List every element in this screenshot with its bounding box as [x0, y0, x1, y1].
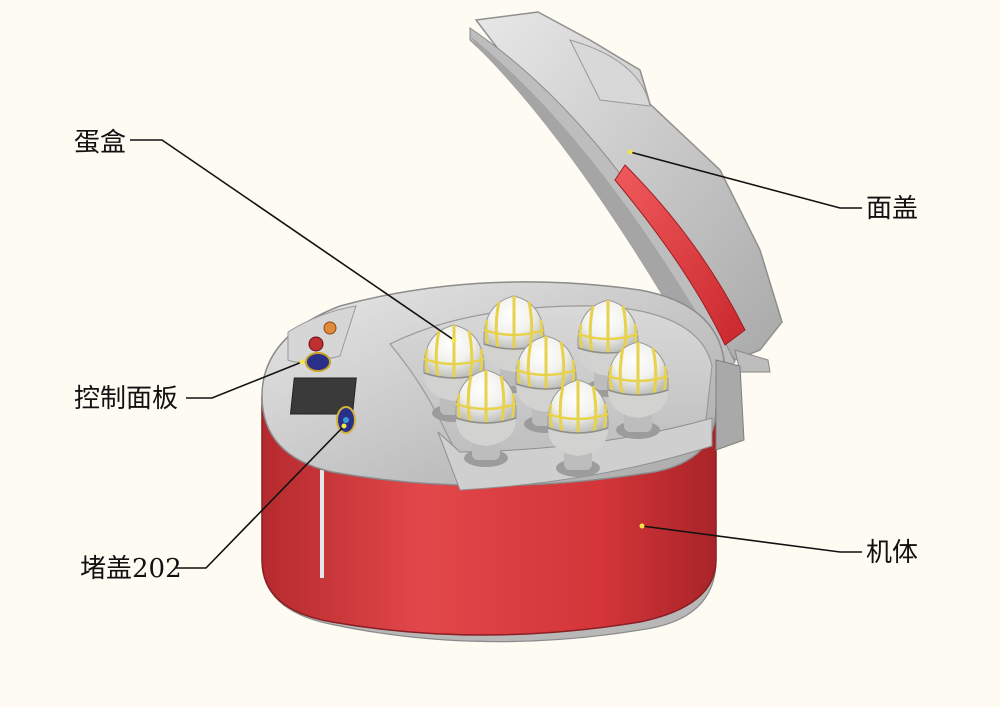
- label-plug-cap: 堵盖202: [80, 554, 182, 584]
- leader-line-lid: [629, 151, 862, 209]
- leader-line-control-panel: [186, 361, 303, 399]
- control-knob: [305, 352, 331, 372]
- label-egg-box: 蛋盒: [74, 128, 127, 158]
- leader-line-body: [641, 525, 862, 553]
- display-screen: [289, 377, 357, 415]
- control-panel: [287, 305, 357, 415]
- label-lid: 面盖: [866, 194, 919, 224]
- lid: [469, 11, 783, 373]
- label-body: 机体: [866, 538, 919, 568]
- indicator-light: [308, 336, 324, 352]
- leader-lines: [130, 139, 862, 569]
- indicator-light: [323, 321, 337, 335]
- leader-line-egg-box: [130, 139, 455, 341]
- plug-cap: [336, 406, 356, 434]
- label-control-panel: 控制面板: [74, 384, 179, 414]
- leader-line-plug-cap: [176, 425, 345, 569]
